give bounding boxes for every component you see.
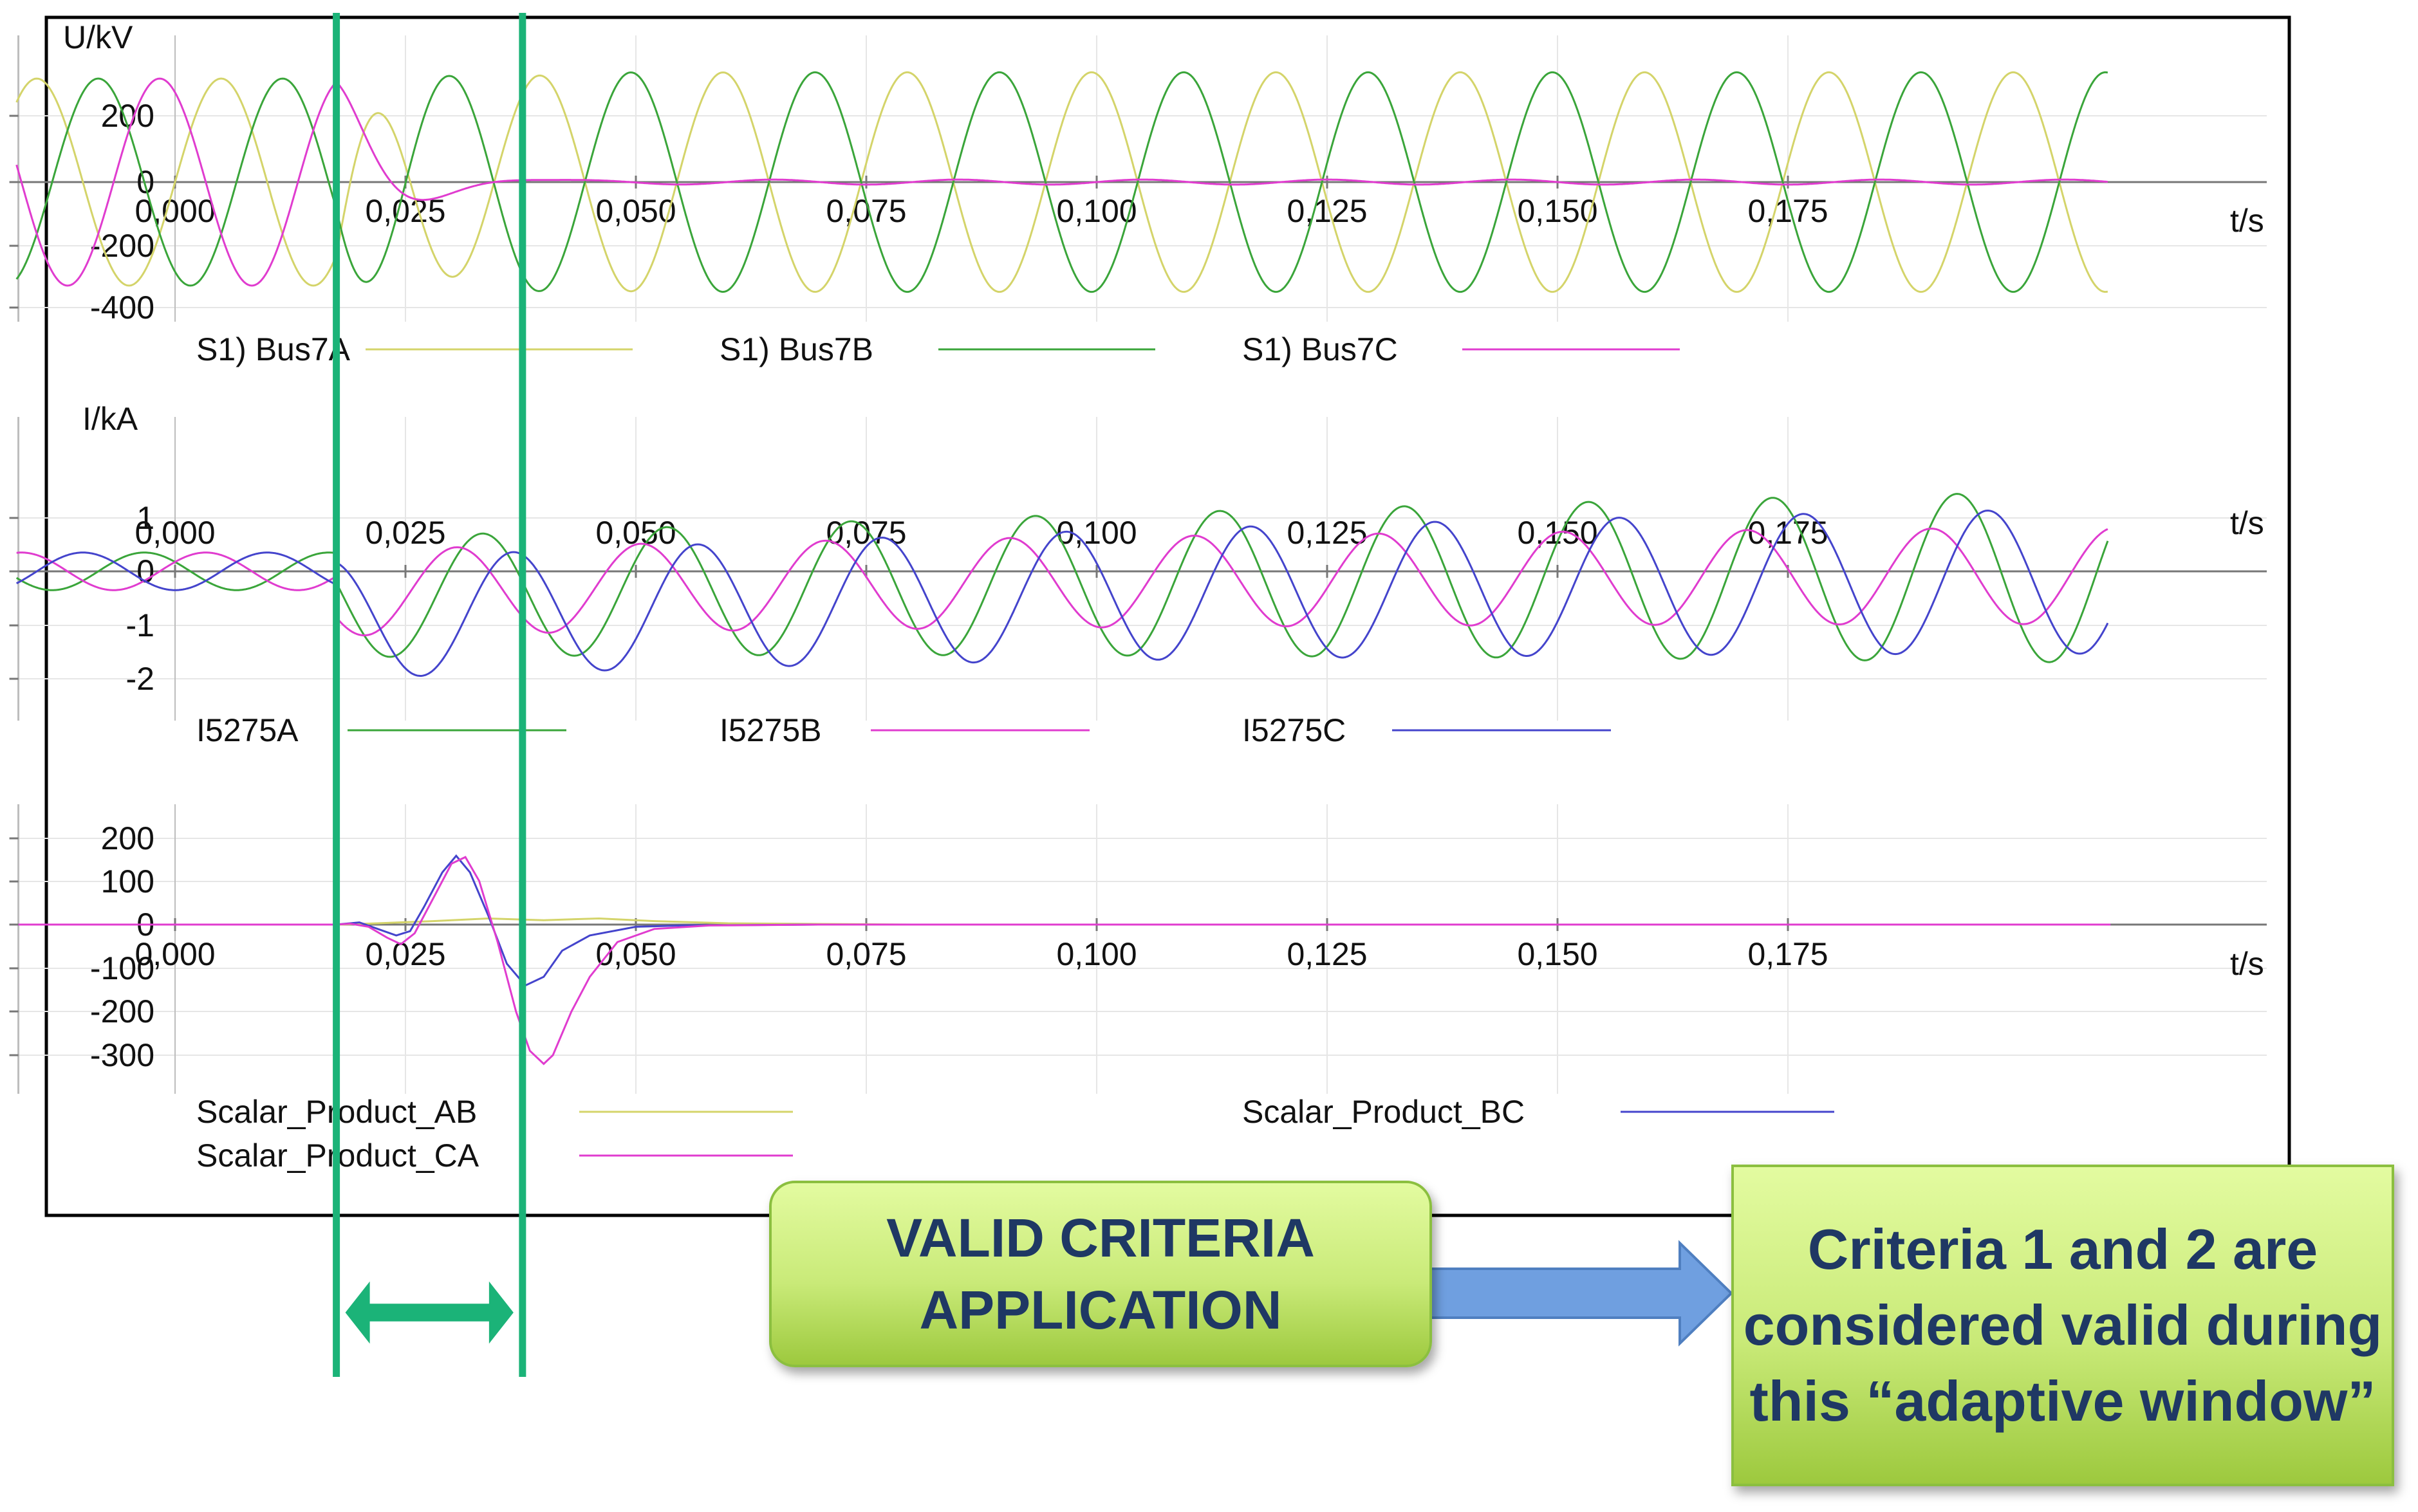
- x-tick-label: 0,150: [1517, 936, 1597, 972]
- right-arrow-icon: [1386, 1240, 1733, 1347]
- y-tick-label: -200: [90, 993, 154, 1029]
- legend-label-i5275c: I5275C: [1242, 712, 1346, 748]
- y-tick-label: 1: [136, 500, 154, 536]
- x-tick-label: 0,000: [135, 936, 215, 972]
- adaptive-box-line-1: Criteria 1 and 2 are: [1807, 1217, 2318, 1281]
- chart-panels: 200 0 -200 -400 0,000 0,025 0,050 0,075 0,100 0,1…: [9, 19, 2267, 1174]
- y-tick-label: -300: [90, 1037, 154, 1073]
- legend-label-s1-bus7c: S1) Bus7C: [1242, 331, 1398, 367]
- legend-label-i5275a: I5275A: [196, 712, 299, 748]
- legend-label-scalar-product-bc: Scalar_Product_BC: [1242, 1094, 1525, 1130]
- series-line-i5275b: [16, 528, 2108, 636]
- x-tick-label: 0,000: [135, 515, 215, 551]
- series-line-s1-bus7a: [15, 71, 2108, 293]
- window-double-arrow-icon: [345, 1281, 514, 1344]
- y-tick-label: -200: [90, 228, 154, 264]
- adaptive-window-markers: [333, 13, 526, 1377]
- y-tick-label: 200: [101, 820, 154, 856]
- series-line-s1-bus7b: [15, 71, 2108, 293]
- x-axis-label: t/s: [2230, 203, 2264, 239]
- y-axis-label: U/kV: [63, 19, 133, 55]
- y-tick-label: 100: [101, 863, 154, 899]
- x-tick-label: 0,125: [1287, 515, 1367, 551]
- series-line-i5275a: [15, 493, 2109, 663]
- x-tick-label: 0,000: [135, 193, 215, 229]
- x-tick-label: 0,150: [1517, 193, 1597, 229]
- legend-label-i5275b: I5275B: [720, 712, 821, 748]
- arrow-layer: [1386, 1240, 1733, 1347]
- x-tick-label: 0,100: [1056, 936, 1137, 972]
- series-line-s1-bus7c: [15, 77, 2108, 287]
- series-line-i5275c: [16, 510, 2109, 677]
- x-tick-label: 0,050: [595, 193, 676, 229]
- x-tick-label: 0,075: [826, 936, 906, 972]
- y-axis-label: I/kA: [82, 401, 138, 437]
- x-tick-label: 0,175: [1747, 936, 1828, 972]
- series-line-scalar-product-ca: [18, 856, 2111, 1065]
- x-tick-label: 0,175: [1747, 515, 1828, 551]
- adaptive-box-line-2: considered valid during: [1743, 1293, 2383, 1357]
- x-axis-label: t/s: [2230, 946, 2264, 982]
- y-tick-label: -400: [90, 290, 154, 326]
- series-line-scalar-product-bc: [18, 854, 2111, 987]
- x-tick-label: 0,100: [1056, 193, 1137, 229]
- x-axis-label: t/s: [2230, 505, 2264, 541]
- y-tick-label: -1: [126, 607, 154, 643]
- x-tick-label: 0,025: [365, 515, 445, 551]
- x-tick-label: 0,125: [1287, 936, 1367, 972]
- legend-label-s1-bus7a: S1) Bus7A: [196, 331, 351, 367]
- x-tick-label: 0,025: [365, 936, 445, 972]
- adaptive-window-note-box: Criteria 1 and 2 are considered valid du…: [1731, 1165, 2394, 1486]
- criteria-box-line-1: VALID CRITERIA: [886, 1208, 1315, 1268]
- adaptive-box-line-3: this “adaptive window”: [1749, 1369, 2376, 1433]
- valid-criteria-application-box: VALID CRITERIA APPLICATION: [769, 1181, 1432, 1367]
- y-tick-label: 0: [136, 164, 154, 200]
- y-tick-label: -2: [126, 661, 154, 697]
- legend-label-s1-bus7b: S1) Bus7B: [720, 331, 873, 367]
- y-tick-label: -100: [90, 950, 154, 986]
- criteria-box-line-2: APPLICATION: [919, 1280, 1282, 1340]
